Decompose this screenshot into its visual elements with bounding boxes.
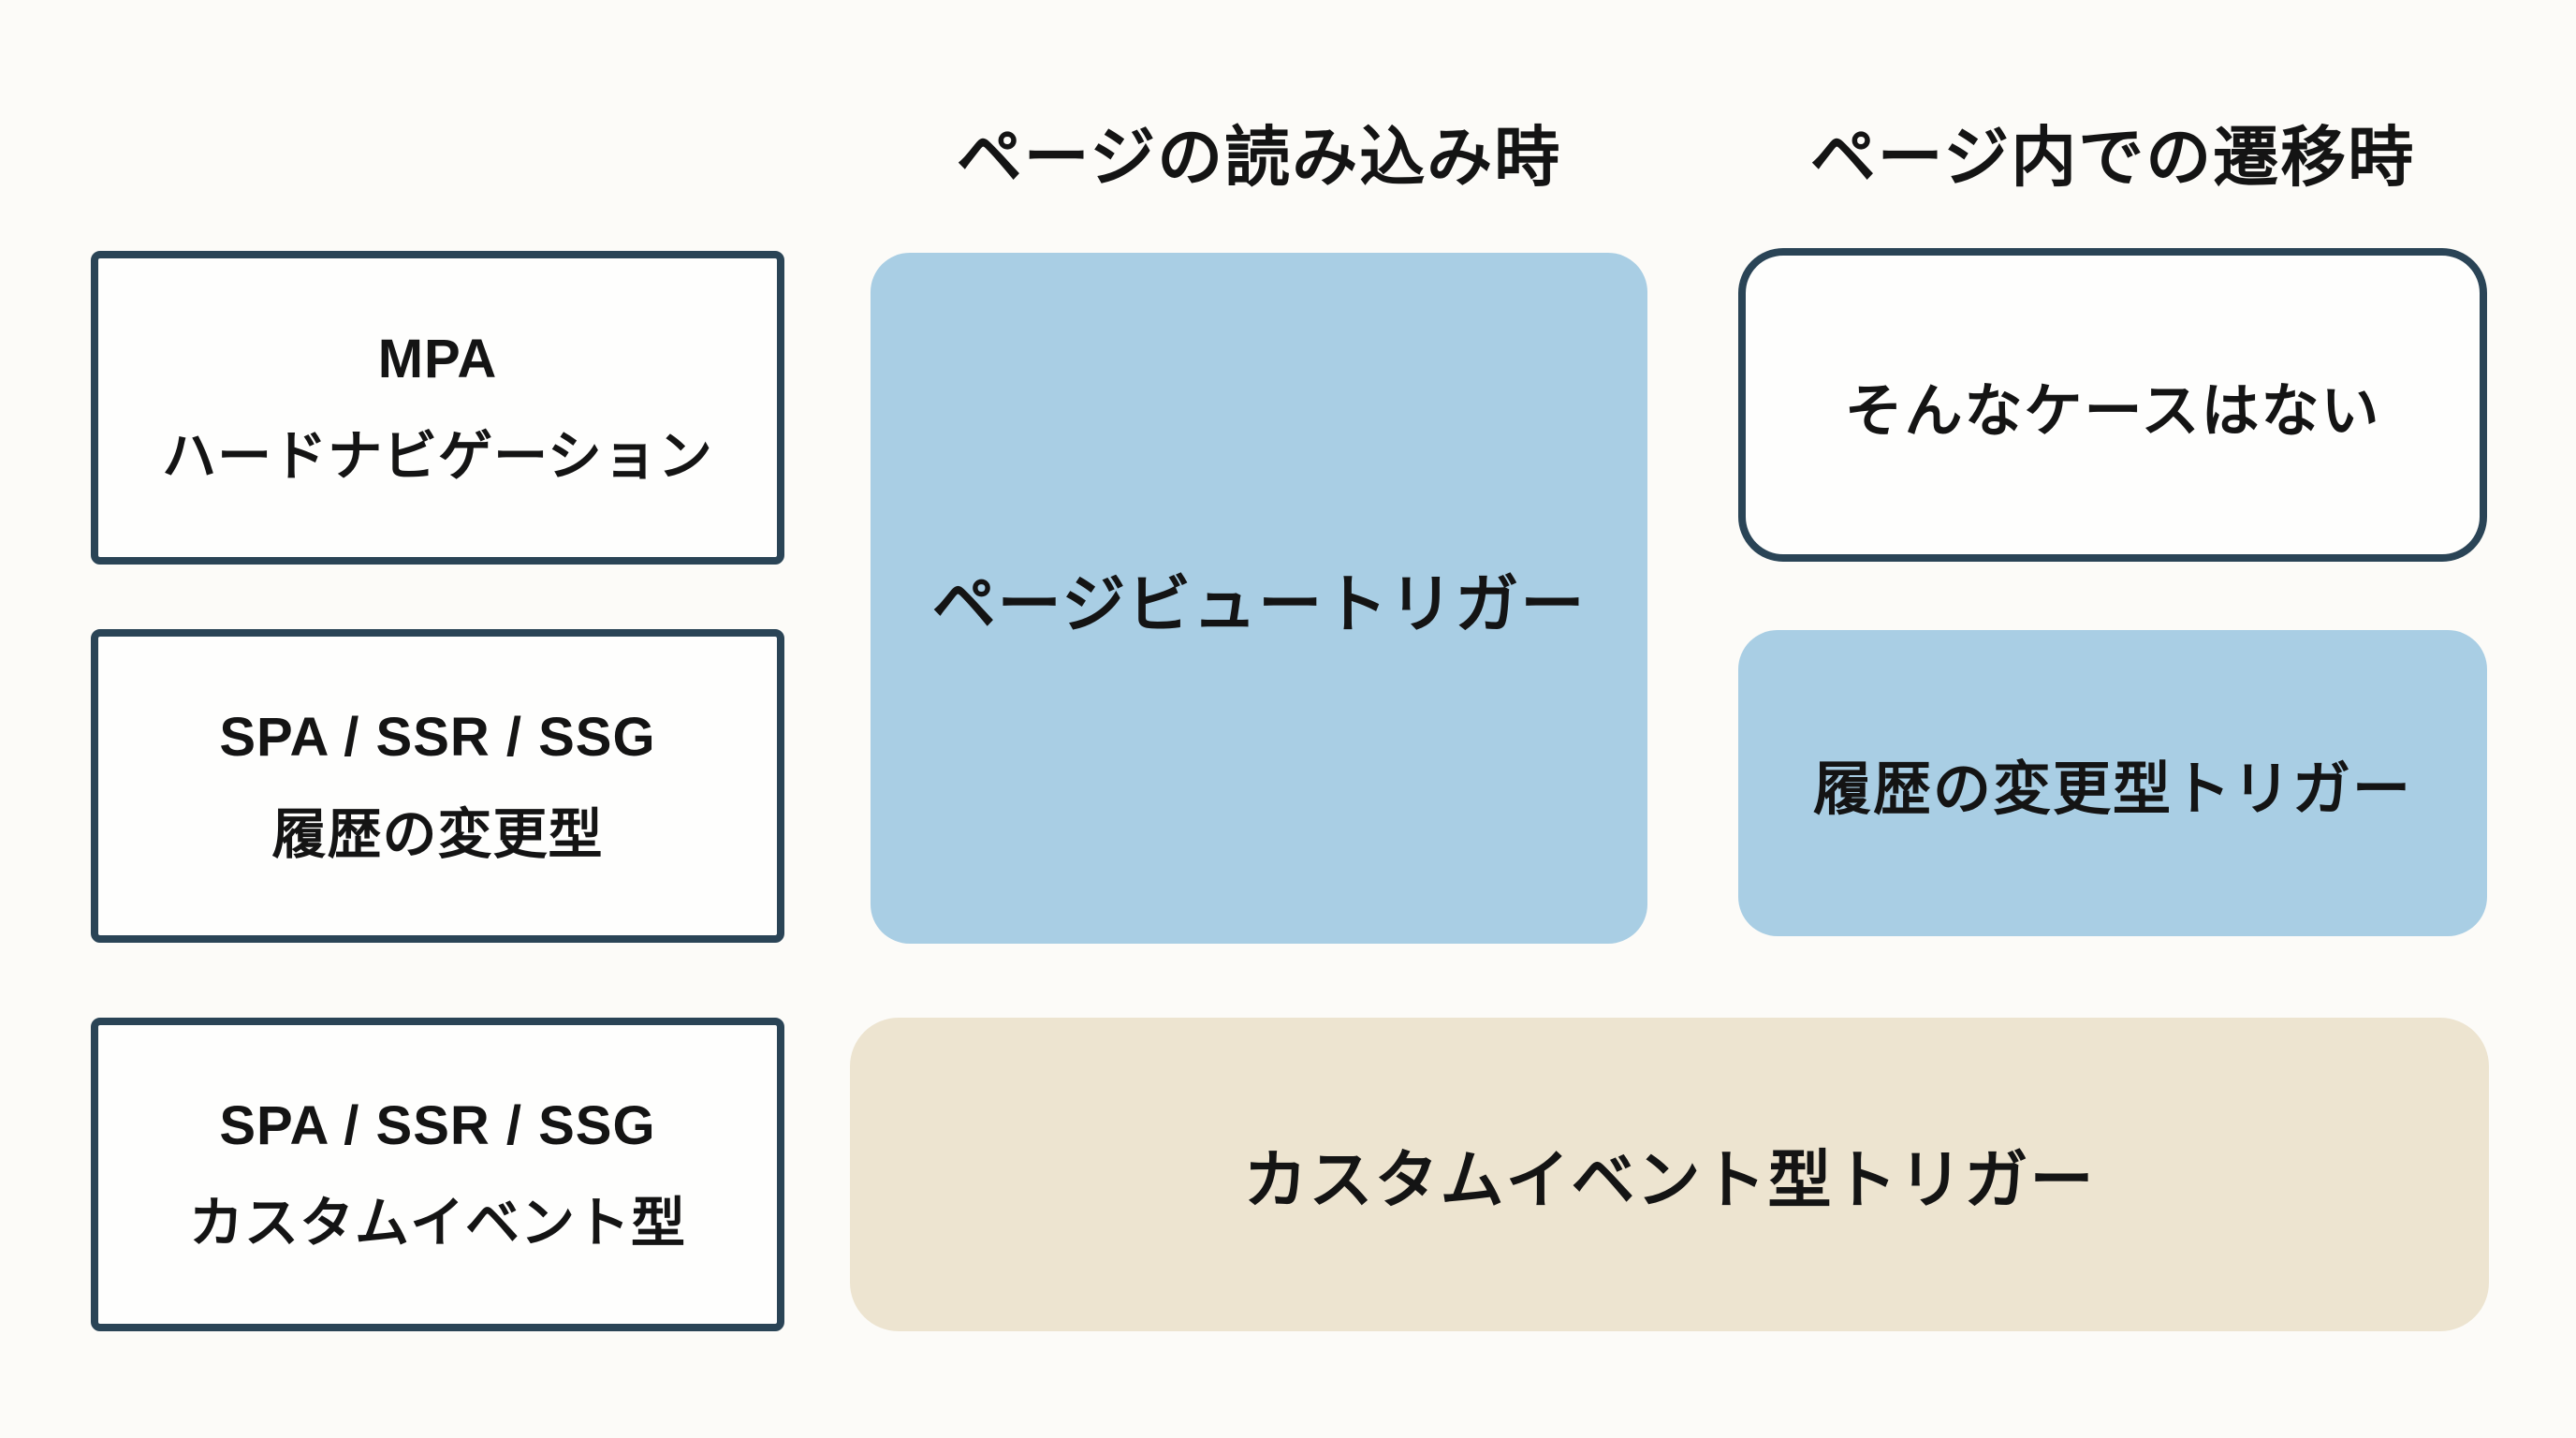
row-label-spa-custom-line1: SPA / SSR / SSG: [219, 1094, 656, 1156]
column-header-in-page-transition: ページ内での遷移時: [1809, 120, 2416, 194]
cell-page-view-trigger: ページビュートリガー: [871, 253, 1647, 944]
row-label-mpa-line2: ハードナビゲーション: [162, 425, 713, 487]
cell-no-such-case-label: そんなケースはない: [1844, 378, 2381, 444]
row-label-mpa-line1: MPA: [377, 328, 498, 389]
cell-page-view-trigger-label: ページビュートリガー: [931, 568, 1587, 640]
row-box-spa-history-change: SPA / SSR / SSG 履歴の変更型: [91, 629, 784, 943]
cell-custom-event-trigger-label: カスタムイベント型トリガー: [1243, 1145, 2096, 1216]
cell-no-such-case: そんなケースはない: [1738, 248, 2487, 562]
column-header-page-load: ページの読み込み時: [956, 120, 1562, 194]
cell-custom-event-trigger: カスタムイベント型トリガー: [850, 1018, 2489, 1331]
row-label-spa-history-line2: 履歴の変更型: [271, 803, 604, 865]
row-box-spa-custom-event: SPA / SSR / SSG カスタムイベント型: [91, 1018, 784, 1331]
row-box-mpa-hard-navigation: MPA ハードナビゲーション: [91, 251, 784, 565]
cell-history-change-trigger: 履歴の変更型トリガー: [1738, 630, 2487, 936]
row-label-spa-history-line1: SPA / SSR / SSG: [219, 706, 656, 768]
cell-history-change-trigger-label: 履歴の変更型トリガー: [1812, 756, 2412, 822]
row-label-spa-custom-line2: カスタムイベント型: [188, 1192, 686, 1254]
